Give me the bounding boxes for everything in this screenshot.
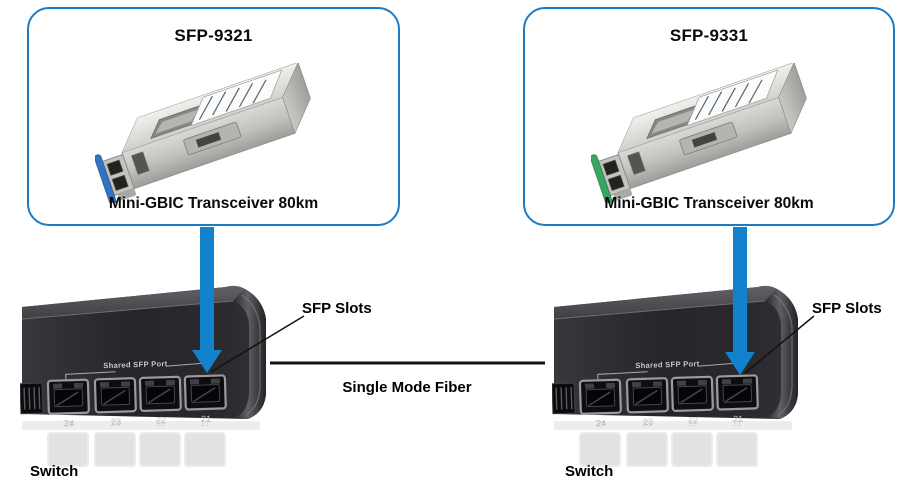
port-number: 22 — [688, 415, 698, 425]
bale-clasp-blue — [95, 154, 117, 203]
edge-connector — [552, 382, 576, 415]
insertion-arrow-shaft-left — [200, 227, 214, 351]
switch-photo-left: Shared SFP Port 24 23 — [20, 285, 266, 467]
panel-caption-left: Mini-GBIC Transceiver 80km — [108, 195, 319, 212]
switch-reflection: 24 23 22 21 — [579, 418, 758, 467]
sfp-transceiver-photo-left — [95, 63, 311, 203]
module-end-face — [778, 63, 807, 135]
transceiver-panel-left: SFP-9321 — [27, 7, 400, 226]
front-hole — [627, 151, 646, 175]
label-text-lines — [198, 79, 267, 120]
lc-port-bottom — [607, 174, 625, 192]
svg-text:24: 24 — [595, 418, 605, 428]
svg-text:22: 22 — [687, 418, 697, 428]
sfp-slots-label-left: SFP Slots — [302, 300, 372, 317]
chassis-reflection-band — [22, 421, 260, 430]
port-number: 24 — [64, 418, 74, 428]
sfp-cage-23: 23 — [625, 377, 669, 427]
svg-text:23: 23 — [110, 418, 120, 428]
front-hole — [131, 151, 150, 175]
sfp-cage-22: 22 — [670, 375, 714, 426]
sfp-transceiver-photo-right — [591, 63, 807, 203]
port-number: 21 — [733, 414, 743, 424]
transceiver-body — [591, 63, 807, 203]
switch-label-right: Switch — [565, 463, 614, 480]
sfp-slots-label-right: SFP Slots — [812, 300, 882, 317]
sfp-cage-24: 24 — [578, 378, 622, 428]
stamped-cutout-inner — [155, 109, 199, 134]
port-number: 22 — [156, 415, 166, 425]
panel-caption-right: Mini-GBIC Transceiver 80km — [604, 195, 814, 212]
top-edge-highlight — [553, 300, 766, 320]
bracket-line-left — [597, 371, 648, 380]
svg-text:22: 22 — [155, 418, 165, 428]
bracket-line-left — [65, 371, 116, 380]
edge-connector — [20, 382, 44, 415]
stamped-cutout-inner — [651, 109, 695, 134]
switch-top-face — [22, 285, 245, 319]
svg-text:24: 24 — [63, 418, 73, 428]
fiber-label: Single Mode Fiber — [342, 379, 472, 396]
edge-connector-pins — [23, 387, 41, 410]
switch-label-left: Switch — [30, 463, 79, 480]
chassis-reflection-band — [554, 421, 792, 430]
switch-photo-right: Shared SFP Port 24 23 — [552, 285, 798, 467]
svg-text:23: 23 — [642, 418, 652, 428]
sfp-cage-23: 23 — [93, 377, 137, 427]
svg-text:21: 21 — [732, 418, 742, 428]
lc-port-top — [106, 159, 124, 176]
front-recess-slot — [691, 132, 718, 148]
lc-port-top — [602, 159, 620, 176]
front-recess-slot — [195, 132, 222, 148]
product-label-sticker — [190, 69, 283, 127]
port-number: 24 — [596, 418, 606, 428]
switch-top-face — [554, 285, 777, 319]
edge-connector-pins — [555, 387, 573, 410]
svg-text:21: 21 — [200, 418, 210, 428]
panel-title-left: SFP-9321 — [174, 26, 253, 45]
sfp-cage-24: 24 — [46, 378, 90, 428]
port-number: 23 — [111, 417, 121, 427]
switch-reflection: 24 23 22 21 — [47, 418, 226, 467]
sfp-cage-21: 21 — [715, 374, 759, 424]
module-end-face — [282, 63, 311, 135]
sfp-cage-22: 22 — [138, 375, 182, 426]
top-edge-highlight — [21, 300, 234, 320]
label-text-lines — [694, 79, 763, 120]
transceiver-body — [95, 63, 311, 203]
insertion-arrow-head-right — [725, 352, 755, 375]
insertion-arrow-shaft-right — [733, 227, 747, 353]
port-number: 21 — [201, 414, 211, 424]
front-panel-content: Shared SFP Port 24 23 — [20, 359, 227, 428]
connector-tab — [613, 189, 633, 201]
product-label-sticker — [686, 69, 779, 127]
shared-sfp-port-label: Shared SFP Port — [635, 359, 700, 370]
connector-tab — [117, 189, 137, 201]
port-number: 23 — [643, 417, 653, 427]
panel-title-right: SFP-9331 — [669, 26, 749, 45]
bale-clasp-green — [591, 154, 613, 203]
shared-sfp-port-label: Shared SFP Port — [103, 359, 168, 370]
sfp-cage-21: 21 — [183, 374, 227, 424]
insertion-arrow-head-left — [192, 350, 222, 373]
lc-port-bottom — [111, 174, 129, 192]
transceiver-panel-right: SFP-9331 — [523, 7, 895, 226]
front-panel-content: Shared SFP Port 24 23 — [552, 359, 759, 428]
